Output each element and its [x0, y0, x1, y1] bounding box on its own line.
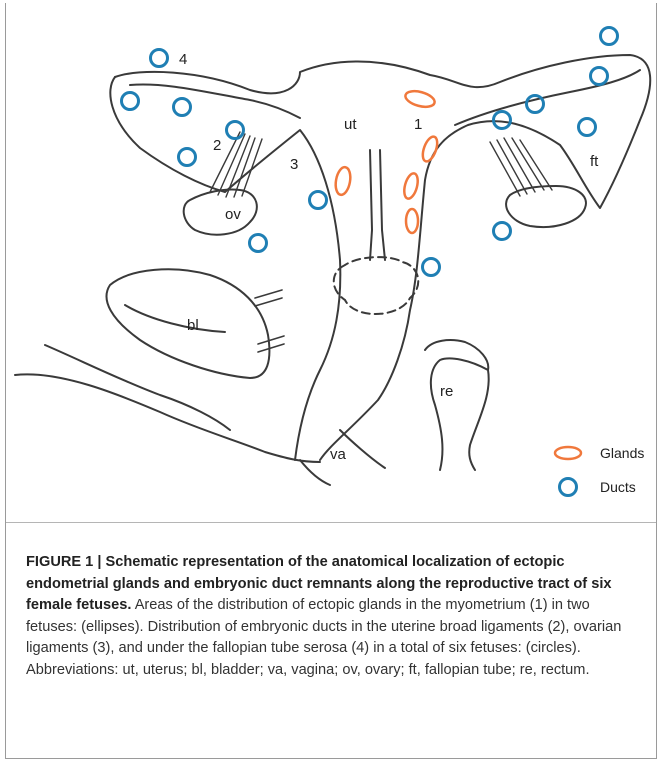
pelvic-floor — [15, 374, 320, 462]
label-ov: ov — [225, 206, 241, 223]
left-tube-fold — [130, 84, 300, 118]
bladder-inner — [125, 305, 225, 332]
duct-circle-icon — [310, 192, 327, 209]
duct-circle-icon — [122, 93, 139, 110]
gland-ellipse-icon — [402, 172, 420, 200]
duct-circle-icon — [227, 122, 244, 139]
label-re: re — [440, 383, 453, 400]
pelvic-floor-inner — [45, 345, 230, 430]
rectum-outline — [425, 340, 489, 470]
duct-circle-icon — [579, 119, 596, 136]
legend-ducts-circle-icon — [560, 479, 577, 496]
duct-circle-icon — [174, 99, 191, 116]
label-site-4: 4 — [179, 51, 187, 68]
legend: Glands Ducts — [555, 445, 644, 496]
duct-circle-icon — [151, 50, 168, 67]
caption-divider — [6, 522, 656, 523]
duct-circle-icon — [423, 259, 440, 276]
duct-circle-icon — [250, 235, 267, 252]
gland-ellipse-icon — [334, 166, 353, 196]
legend-glands-ellipse-icon — [555, 447, 581, 459]
duct-circle-icon — [591, 68, 608, 85]
label-site-1: 1 — [414, 116, 422, 133]
gland-ellipse-icon — [420, 135, 440, 164]
right-tube-fold — [455, 70, 640, 125]
duct-circle-icon — [601, 28, 618, 45]
duct-circle-icon — [494, 112, 511, 129]
uterus-left-wall — [110, 77, 340, 460]
label-bl: bl — [187, 317, 199, 334]
figure-caption: FIGURE 1 | Schematic representation of t… — [26, 552, 638, 681]
label-site-2: 2 — [213, 137, 221, 154]
duct-circle-icon — [527, 96, 544, 113]
label-site-3: 3 — [290, 156, 298, 173]
duct-circle-icon — [179, 149, 196, 166]
legend-glands-label: Glands — [600, 445, 644, 461]
legend-ducts-label: Ducts — [600, 479, 636, 495]
anatomy-diagram: ut ov ft bl re va 1 2 3 4 Glan — [6, 20, 656, 515]
duct-circle-icon — [494, 223, 511, 240]
label-va: va — [330, 446, 347, 463]
cervix-outline — [334, 257, 419, 314]
label-ut: ut — [344, 116, 357, 133]
left-ovary — [184, 189, 257, 234]
label-ft: ft — [590, 153, 599, 170]
gland-ellipse-icon — [406, 209, 418, 233]
uterine-canal — [370, 150, 385, 260]
gland-ellipse-icon — [404, 88, 437, 109]
